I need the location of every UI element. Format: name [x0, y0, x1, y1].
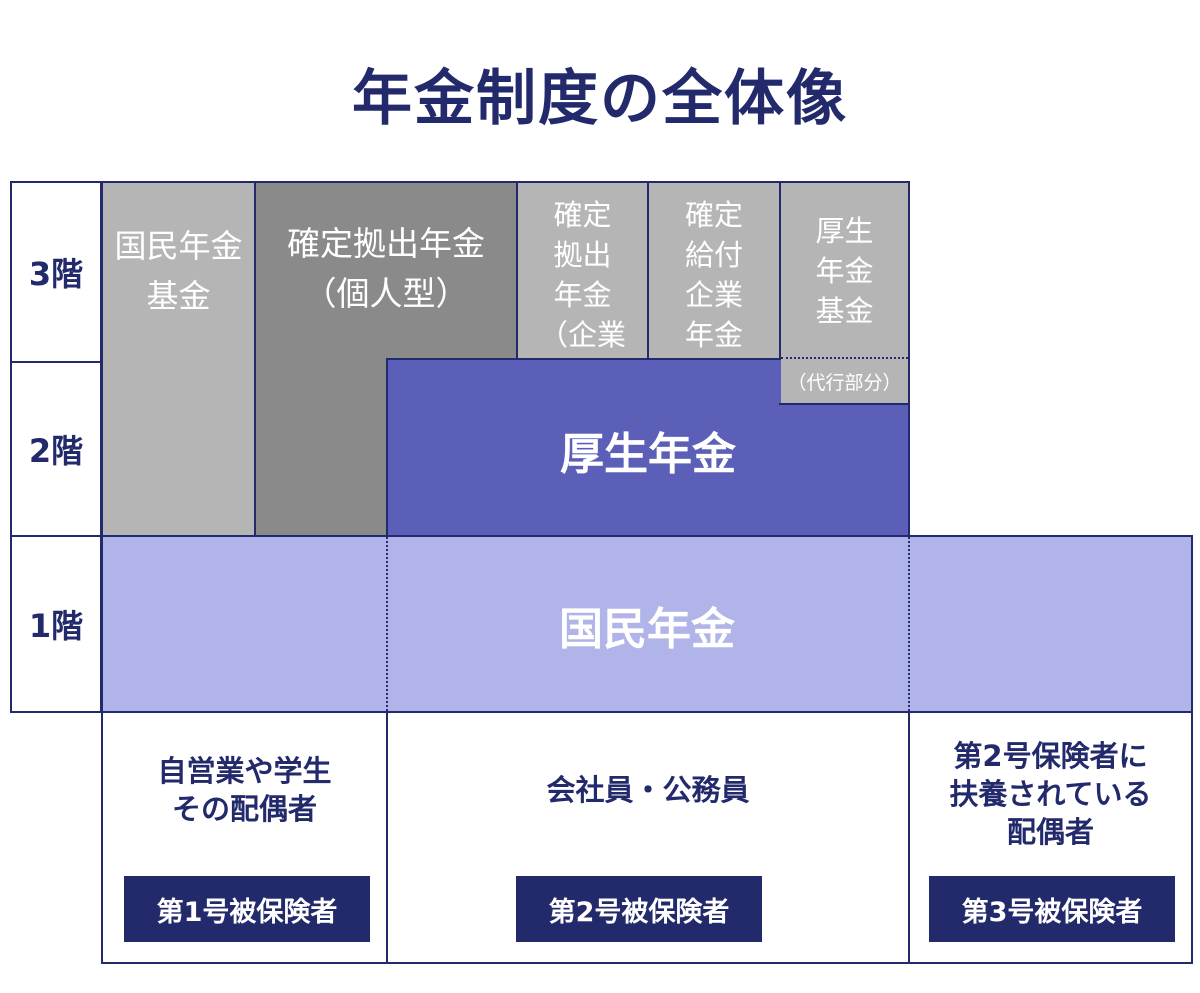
- national-pension-divider-right: [908, 537, 910, 711]
- employee-pension-fund-label: 厚生 年金 基金: [815, 214, 874, 328]
- insured-3-badge: 第3号被保険者: [929, 876, 1175, 942]
- floor-1-text: 1階: [28, 607, 84, 645]
- db-corporate-label: 確定 給付 企業 年金: [684, 198, 743, 352]
- page-title: 年金制度の全体像: [352, 64, 848, 134]
- floor-label-1: 1階: [10, 535, 102, 713]
- employee-pension-block-left: [386, 358, 781, 537]
- insured-2-description: 会社員・公務員: [546, 773, 750, 807]
- insured-1-description: 自営業や学生 その配偶者: [157, 754, 332, 826]
- national-pension-block: [101, 535, 1193, 713]
- idc-individual-block-bottom: [254, 358, 388, 537]
- insured-3-cell: [908, 711, 1193, 964]
- floor-label-2: 2階: [10, 361, 102, 537]
- dc-corporate-block: 確定 拠出 年金 （企業型）: [516, 181, 649, 392]
- insured-2-badge: 第2号被保険者: [516, 876, 762, 942]
- national-pension-label: 国民年金: [559, 604, 735, 655]
- national-pension-fund-block: 国民年金 基金: [101, 181, 256, 537]
- floor-3-text: 3階: [28, 255, 84, 293]
- floor-2-text: 2階: [28, 432, 84, 470]
- idc-individual-label-wrap: 確定拠出年金 （個人型）: [256, 181, 516, 357]
- national-pension-divider-left: [386, 537, 388, 711]
- idc-individual-label: 確定拠出年金 （個人型）: [287, 224, 485, 313]
- insured-3-description: 第2号保険者に 扶養されている 配偶者: [949, 739, 1152, 849]
- employee-pension-label: 厚生年金: [560, 429, 736, 480]
- substitute-part-label: （代行部分）: [787, 371, 902, 394]
- employee-pension-block-right: [779, 403, 910, 537]
- floor-label-3: 3階: [10, 181, 102, 363]
- idc-individual-block-top: [254, 181, 518, 360]
- substitute-divider: [781, 357, 908, 359]
- national-pension-fund-label: 国民年金 基金: [114, 227, 243, 315]
- db-corporate-block: 確定 給付 企業 年金: [647, 181, 781, 360]
- insured-1-badge: 第1号被保険者: [124, 876, 370, 942]
